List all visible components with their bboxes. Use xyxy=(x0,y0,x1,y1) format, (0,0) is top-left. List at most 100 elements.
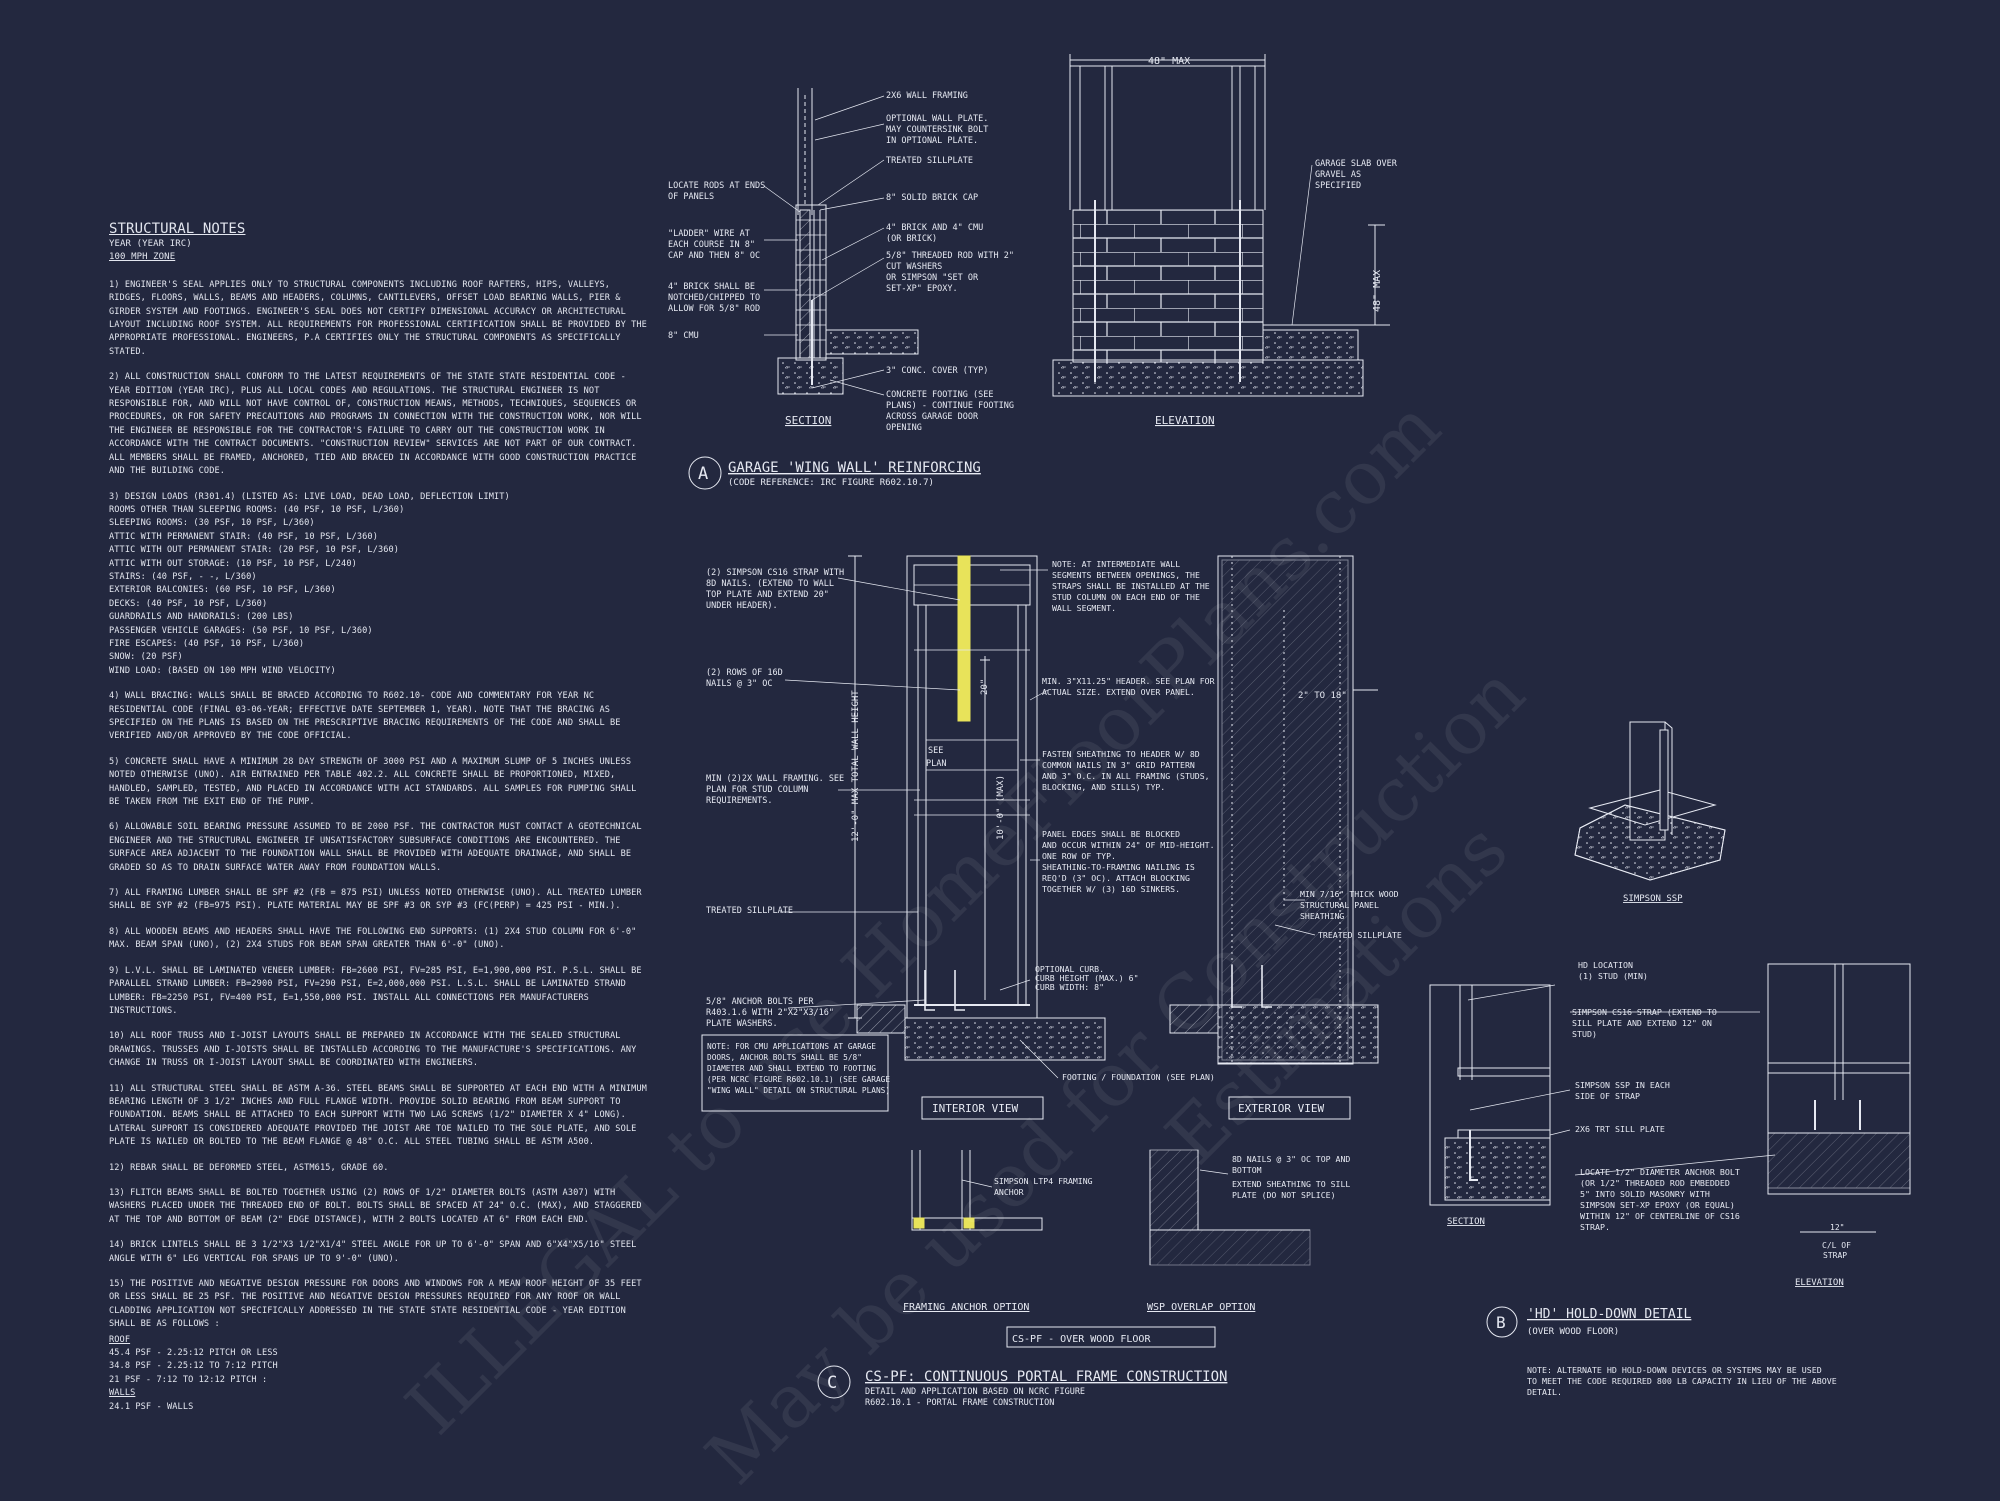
note-line: ACROSS GARAGE DOOR xyxy=(886,412,979,422)
roof-label: ROOF xyxy=(109,1334,131,1345)
cmu-note-box xyxy=(701,1034,889,1112)
detail-c-subtitle: R602.10.1 - PORTAL FRAME CONSTRUCTION xyxy=(865,1398,1054,1408)
note-line: NOTE: ALTERNATE HD HOLD-DOWN DEVICES OR … xyxy=(1527,1365,1822,1375)
note-line: 5" INTO SOLID MASONRY WITH xyxy=(1580,1189,1710,1199)
note-line: LOCATE 1/2" DIAMETER ANCHOR BOLT xyxy=(1580,1167,1740,1177)
note-line: OPTIONAL CURB. xyxy=(1035,964,1104,974)
simpson-ssp-iso: SIMPSON SSP xyxy=(1574,721,1726,904)
note-8: 8) ALL WOODEN BEAMS AND HEADERS SHALL HA… xyxy=(109,926,637,951)
note-line: MIN (2)2X WALL FRAMING. SEE xyxy=(706,774,844,784)
note-line: STRAP. xyxy=(1580,1222,1610,1232)
interior-view-label: INTERIOR VIEW xyxy=(932,1102,1018,1115)
note-line: OPENING xyxy=(886,423,922,433)
hold-down-elevation: 12" C/L OF STRAP ELEVATION xyxy=(1767,963,1911,1288)
portal-notes: (2) SIMPSON CS16 STRAP WITH 8d NAILS. (E… xyxy=(706,568,844,1029)
note-line: SEGMENTS BETWEEN OPENINGS, THE xyxy=(1052,570,1200,580)
note-line: 3" CONC. COVER (TYP) xyxy=(886,366,988,376)
note-line: "WING WALL" DETAIL ON STRUCTURAL PLANS) xyxy=(707,1086,890,1095)
load-line: EXTERIOR BALCONIES: (60 PSF, 10 PSF, L/3… xyxy=(109,585,336,596)
framing-anchor-label: FRAMING ANCHOR OPTION xyxy=(903,1302,1029,1313)
note-line: OF PANELS xyxy=(668,192,714,202)
hd-section-label: SECTION xyxy=(1447,1217,1485,1227)
detail-a-subtitle: (CODE REFERENCE: IRC FIGURE R602.10.7) xyxy=(728,478,934,488)
wing-wall-elevation: 48" MAX 48" MAX ELEVATION xyxy=(1052,54,1390,427)
note-line: SIMPSON LTP4 FRAMING xyxy=(994,1176,1093,1186)
note-2: 2) ALL CONSTRUCTION SHALL CONFORM TO THE… xyxy=(109,372,642,477)
see-plan-label: PLAN xyxy=(926,759,946,769)
note-line: WITHIN 12" OF CENTERLINE OF CS16 xyxy=(1580,1211,1740,1221)
note-line: REQ'D (3" OC). ATTACH BLOCKING xyxy=(1042,873,1190,883)
note-7: 7) ALL FRAMING LUMBER SHALL BE SPF #2 (F… xyxy=(109,888,642,912)
note-15: 15) THE POSITIVE AND NEGATIVE DESIGN PRE… xyxy=(109,1279,642,1330)
note-11: 11) ALL STRUCTURAL STEEL SHALL BE ASTM A… xyxy=(109,1083,647,1148)
note-1: 1) ENGINEER'S SEAL APPLIES ONLY TO STRUC… xyxy=(109,279,647,357)
note-line: BOTTOM xyxy=(1232,1165,1262,1175)
framing-anchor-option: FRAMING ANCHOR OPTION xyxy=(903,1150,1043,1313)
hold-down-bottom-note: NOTE: ALTERNATE HD HOLD-DOWN DEVICES OR … xyxy=(1527,1365,1837,1397)
detail-b-subtitle: (OVER WOOD FLOOR) xyxy=(1527,1327,1619,1337)
note-13: 13) FLITCH BEAMS SHALL BE BOLTED TOGETHE… xyxy=(109,1187,642,1225)
load-line: ATTIC WITH OUT STORAGE: (10 PSF, 10 PSF,… xyxy=(109,558,357,569)
note-line: (2) SIMPSON CS16 STRAP WITH xyxy=(706,568,844,578)
note-3-design-loads: 3) DESIGN LOADS (R301.4) (LISTED AS: LIV… xyxy=(109,491,649,679)
wing-wall-notes: LOCATE RODS AT ENDS OF PANELS "LADDER" W… xyxy=(668,91,1398,433)
portal-exterior-view: 2" TO 18" EXTERIOR VIEW xyxy=(1169,555,1379,1120)
note-line: (1) STUD (MIN) xyxy=(1578,971,1648,981)
load-line: 3) DESIGN LOADS (R301.4) (LISTED AS: LIV… xyxy=(109,491,510,502)
note-line: NOTCHED/CHIPPED TO xyxy=(668,293,760,303)
detail-a-garage-wing-wall: SECTION 48" MAX 48" MAX xyxy=(668,54,1398,490)
note-line: HD LOCATION xyxy=(1578,960,1633,970)
portal-right-notes: MIN 7/16" THICK WOOD STRUCTURAL PANEL SH… xyxy=(994,889,1402,1200)
note-9: 9) L.V.L. SHALL BE LAMINATED VENEER LUMB… xyxy=(109,965,642,1016)
note-line: (2) ROWS OF 16d xyxy=(706,668,783,678)
load-line: SLEEPING ROOMS: (30 PSF, 10 PSF, L/360) xyxy=(109,518,315,529)
detail-b-hold-down: SIMPSON SSP SECTION 12" C/L OF STRAP ELE… xyxy=(1429,721,1911,1397)
note-line: STRUCTURAL PANEL xyxy=(1300,900,1379,910)
bubble-c-letter: C xyxy=(827,1373,837,1393)
load-line: GUARDRAILS AND HANDRAILS: (200 LBS) xyxy=(109,612,294,623)
dim-cl-of: C/L OF xyxy=(1822,1241,1851,1250)
note-line: PLATE WASHERS. xyxy=(706,1019,778,1029)
note-line: 8d NAILS @ 3" OC TOP AND xyxy=(1232,1154,1350,1164)
note-line: MAY COUNTERSINK BOLT xyxy=(886,125,988,135)
note-line: DETAIL. xyxy=(1527,1387,1562,1397)
load-line: ROOMS OTHER THAN SLEEPING ROOMS: (40 PSF… xyxy=(109,504,405,515)
load-line: DECKS: (40 PSF, 10 PSF, L/360) xyxy=(109,598,268,609)
note-line: AND OCCUR WITHIN 24" OF MID-HEIGHT. xyxy=(1042,840,1215,850)
note-line: TREATED SILLPLATE xyxy=(1318,930,1402,940)
note-line: MIN. 3"x11.25" HEADER. SEE PLAN FOR xyxy=(1042,676,1215,686)
note-line: ONE ROW OF TYP. xyxy=(1042,851,1116,861)
note-line: STUD) xyxy=(1572,1029,1597,1039)
note-line: 5/8" THREADED ROD WITH 2" xyxy=(886,251,1014,261)
note-line: GRAVEL AS xyxy=(1315,170,1361,180)
note-line: CURB WIDTH: 8" xyxy=(1035,982,1104,992)
note-line: 2x6 TRT SILL PLATE xyxy=(1575,1124,1665,1134)
note-line: SIMPSON CS16 STRAP (EXTEND TO xyxy=(1572,1007,1717,1017)
note-10: 10) ALL ROOF TRUSS AND I-JOIST LAYOUTS S… xyxy=(109,1031,637,1069)
dim-10-max: 10'-0" (MAX) xyxy=(996,775,1006,840)
dim-12: 12" xyxy=(1830,1223,1844,1232)
note-line: DOORS, ANCHOR BOLTS SHALL BE 5/8" xyxy=(707,1053,862,1062)
note-line: CONCRETE FOOTING (SEE xyxy=(886,390,993,400)
section-label: SECTION xyxy=(785,414,831,427)
note-line: OR SIMPSON "SET OR xyxy=(886,273,979,283)
note-line: MIN 7/16" THICK WOOD xyxy=(1300,889,1399,899)
dim-48-max: 48" MAX xyxy=(1148,56,1190,67)
load-line: ATTIC WITH OUT PERMANENT STAIR: (20 PSF,… xyxy=(109,545,400,556)
hold-down-notes: HD LOCATION (1) STUD (MIN) SIMPSON CS16 … xyxy=(1572,960,1740,1232)
note-line: TREATED SILLPLATE xyxy=(706,906,793,916)
note-line: ANCHOR xyxy=(994,1187,1024,1197)
note-line: STUD COLUMN ON EACH END OF THE xyxy=(1052,592,1200,602)
walls-label: WALLS xyxy=(109,1388,136,1399)
detail-c-title: CS-PF: CONTINUOUS PORTAL FRAME CONSTRUCT… xyxy=(865,1369,1227,1385)
bubble-a-letter: A xyxy=(698,464,708,484)
wsp-overlap-option: WSP OVERLAP OPTION xyxy=(1147,1149,1311,1313)
dim-total-height: 12'-0" MAX TOTAL WALL HEIGHT xyxy=(851,690,861,842)
note-14: 14) BRICK LINTELS SHALL BE 3 1/2"x3 1/2"… xyxy=(109,1240,637,1264)
roof-line: 45.4 PSF - 2.25:12 PITCH OR LESS xyxy=(109,1348,278,1359)
note-line: ACTUAL SIZE. EXTEND OVER PANEL. xyxy=(1042,687,1195,697)
note-line: UNDER HEADER). xyxy=(706,601,778,611)
note-line: 8d NAILS. (EXTEND TO WALL xyxy=(706,579,834,589)
note-line: IN OPTIONAL PLATE. xyxy=(886,136,978,146)
